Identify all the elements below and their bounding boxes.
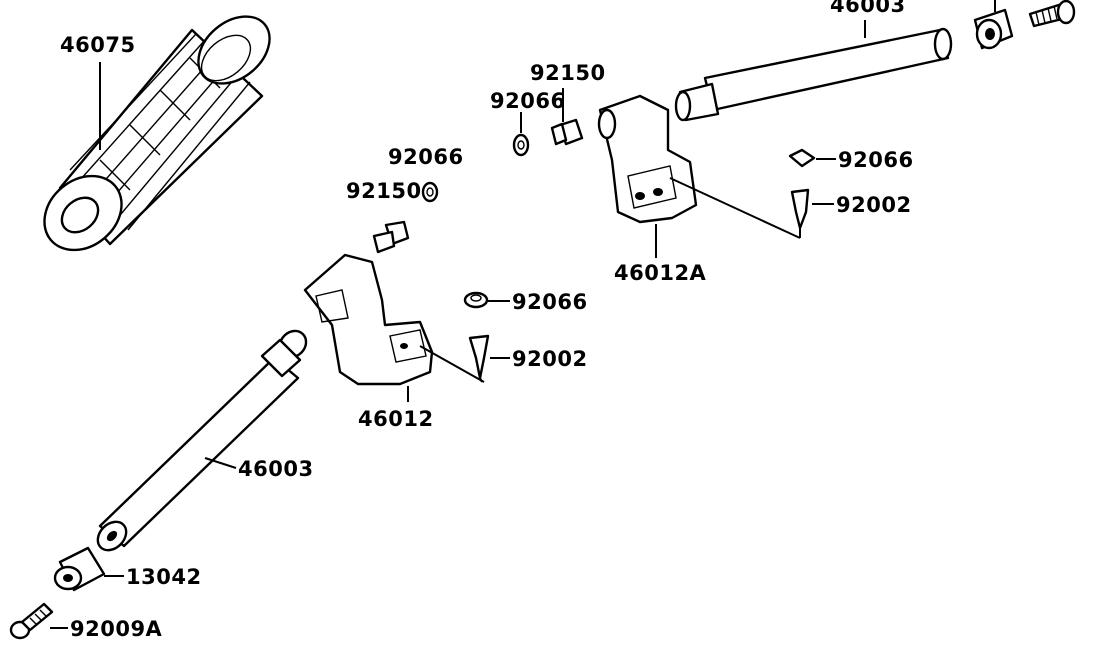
cable-cap-right	[788, 148, 816, 168]
label-92002-left: 92002	[512, 347, 588, 371]
washer-left	[421, 181, 439, 203]
label-46075: 46075	[60, 33, 136, 57]
upper-bar-end-weight	[973, 0, 1014, 50]
label-92066-right: 92066	[490, 89, 566, 113]
label-46012: 46012	[358, 407, 434, 431]
label-92066-left: 92066	[388, 145, 464, 169]
lower-handlebar	[96, 329, 308, 552]
label-92150-left: 92150	[346, 179, 422, 203]
holder-left	[303, 253, 434, 386]
label-92002-right: 92002	[836, 193, 912, 217]
upper-bar-end-screw	[1028, 0, 1076, 28]
leader-bar-lower	[204, 457, 237, 469]
label-46003-lower: 46003	[238, 457, 314, 481]
bolt-right	[550, 118, 584, 146]
cable-cap-left	[463, 291, 489, 309]
bolt-left	[372, 220, 410, 254]
cable-fitting-right	[790, 188, 810, 238]
label-46003-upper: 46003	[830, 0, 906, 17]
handlebar-grip	[43, 15, 271, 252]
cable-left	[419, 345, 485, 383]
washer-right	[512, 133, 530, 157]
upper-handlebar	[674, 27, 953, 122]
label-92066-cap-left: 92066	[512, 290, 588, 314]
label-13042: 13042	[126, 565, 202, 589]
bar-end-screw	[9, 602, 54, 640]
label-92066-cap-right: 92066	[838, 148, 914, 172]
bar-end-weight	[53, 546, 106, 592]
label-46012A: 46012A	[614, 261, 707, 285]
holder-right	[597, 94, 698, 224]
label-92150-right: 92150	[530, 61, 606, 85]
cable-fitting-left	[468, 334, 490, 383]
cable-right	[669, 177, 801, 239]
label-92009A: 92009A	[70, 617, 163, 641]
